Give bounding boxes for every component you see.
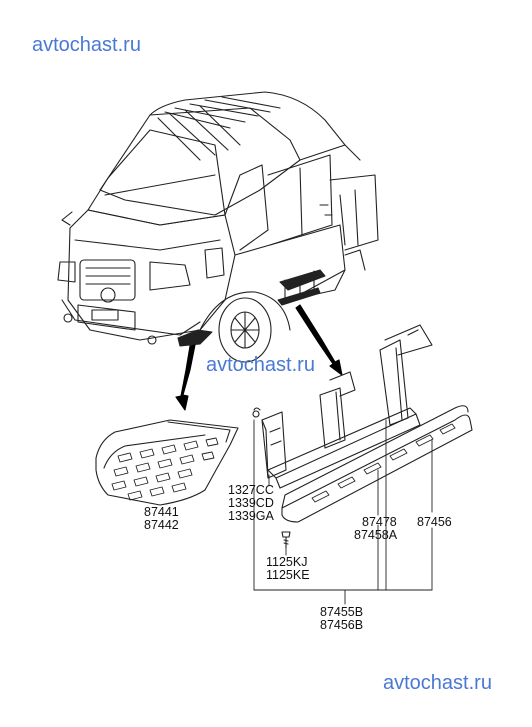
part-number-87456B: 87456B — [320, 618, 364, 632]
part-number-87478: 87478 — [362, 515, 397, 529]
mudguard-part — [95, 419, 239, 506]
watermark-top: avtochast.ru — [32, 34, 141, 56]
part-number-87456: 87456 — [417, 515, 452, 529]
leader-arrows — [175, 304, 343, 411]
watermark-middle: avtochast.ru — [206, 354, 315, 376]
watermark-bottom: avtochast.ru — [383, 672, 492, 694]
truck-illustration — [57, 91, 379, 363]
part-number-87442: 87442 — [144, 518, 179, 532]
part-number-1339GA: 1339GA — [228, 509, 274, 523]
part-number-1327CC: 1327CC — [228, 483, 274, 497]
leader-lines — [253, 419, 433, 605]
part-number-87455B: 87455B — [320, 605, 364, 619]
small-bracket-part — [252, 407, 287, 479]
side-step-part — [267, 324, 473, 523]
screw-part — [281, 531, 291, 549]
part-number-1125KJ: 1125KJ — [266, 555, 308, 569]
part-number-87441: 87441 — [144, 505, 179, 519]
part-number-1125KE: 1125KE — [266, 568, 310, 582]
part-number-87458A: 87458A — [354, 528, 398, 542]
part-number-1339CD: 1339CD — [228, 496, 274, 510]
